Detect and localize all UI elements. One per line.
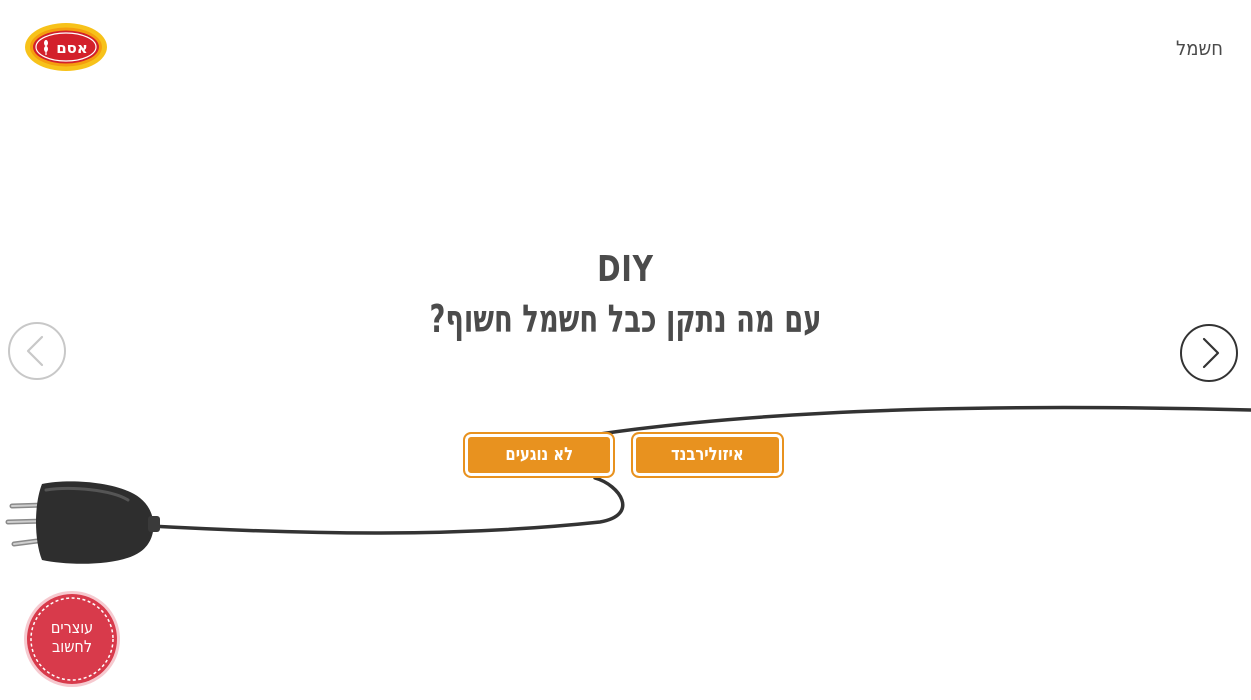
previous-button[interactable] bbox=[8, 322, 66, 380]
osem-logo-graphic: אסם bbox=[25, 23, 107, 71]
choice-no-touch-label: לא נוגעים bbox=[505, 444, 573, 465]
question-headline: DIY עם מה נתקן כבל חשמל חשוף? bbox=[0, 246, 1251, 344]
headline-question: עם מה נתקן כבל חשמל חשוף? bbox=[429, 297, 822, 341]
chevron-left-icon bbox=[26, 335, 44, 367]
badge-line-2: לחשוב bbox=[51, 637, 93, 656]
electric-cable bbox=[148, 405, 1251, 535]
badge-circle bbox=[24, 591, 120, 687]
badge-text: עוצרים לחשוב bbox=[23, 618, 121, 656]
badge-line-1: עוצרים bbox=[50, 618, 94, 637]
wheat-icon bbox=[44, 40, 48, 55]
chevron-right-icon bbox=[1202, 337, 1220, 369]
logo-text: אסם bbox=[56, 39, 88, 57]
stop-and-think-badge[interactable]: עוצרים לחשוב bbox=[23, 590, 121, 688]
choice-insulation-tape-label: איזולירבנד bbox=[671, 444, 744, 465]
next-button[interactable] bbox=[1180, 324, 1238, 382]
choice-insulation-tape-button[interactable]: איזולירבנד bbox=[631, 432, 784, 478]
choice-no-touch-button[interactable]: לא נוגעים bbox=[463, 432, 615, 478]
osem-logo[interactable]: אסם bbox=[24, 22, 108, 72]
plug-icon bbox=[5, 481, 160, 564]
headline-diy: DIY bbox=[597, 249, 654, 290]
category-nav-label[interactable]: חשמל bbox=[1176, 36, 1223, 60]
